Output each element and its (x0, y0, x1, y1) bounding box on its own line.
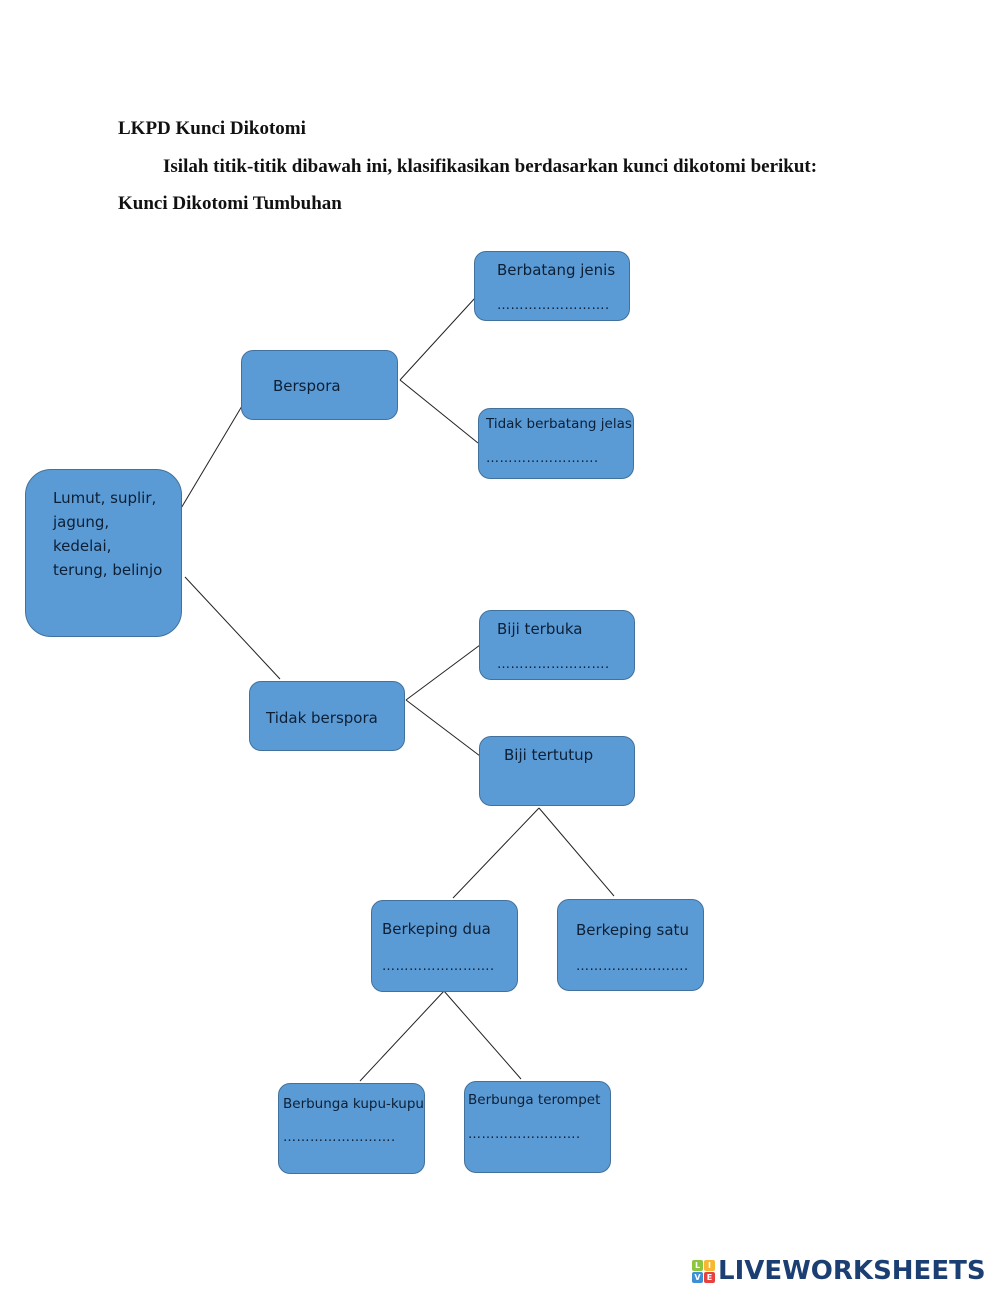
connector-dua-terompet (443, 990, 522, 1080)
connector-dua-kupu (359, 990, 445, 1082)
berkeping-satu-label: Berkeping satu (576, 921, 689, 939)
node-berbunga-terompet: Berbunga terompet ……………………. (464, 1081, 611, 1173)
biji-terbuka-blank[interactable]: ……………………. (497, 657, 610, 672)
node-berbatang-jenis: Berbatang jenis ……………………. (474, 251, 630, 321)
node-berbunga-kupu-kupu: Berbunga kupu-kupu ……………………. (278, 1083, 425, 1174)
logo-text: LIVEWORKSHEETS (718, 1256, 986, 1286)
node-biji-tertutup: Biji tertutup (479, 736, 635, 806)
berbunga-terompet-label: Berbunga terompet (468, 1092, 601, 1108)
berbatang-jenis-blank[interactable]: ……………………. (497, 298, 610, 313)
node-biji-terbuka: Biji terbuka ……………………. (479, 610, 635, 680)
connector-root-berspora (179, 405, 243, 511)
logo-letter-v: V (692, 1271, 703, 1283)
root-plants-label: Lumut, suplir, jagung, kedelai, terung, … (53, 489, 163, 579)
connector-tertutup-dua (452, 807, 540, 899)
connector-tidak-berspora-terbuka (405, 644, 481, 701)
berbunga-kupu-kupu-label: Berbunga kupu-kupu (283, 1096, 424, 1112)
liveworksheets-logo: L I V E LIVEWORKSHEETS (692, 1256, 986, 1286)
berbunga-terompet-blank[interactable]: ……………………. (468, 1127, 581, 1142)
tidak-berspora-label: Tidak berspora (266, 709, 378, 727)
berkeping-dua-label: Berkeping dua (382, 920, 491, 938)
berspora-label: Berspora (273, 377, 341, 395)
instruction-text: Isilah titik-titik dibawah ini, klasifik… (163, 156, 818, 177)
page-title: LKPD Kunci Dikotomi (118, 118, 306, 139)
berbatang-jenis-label: Berbatang jenis (497, 261, 616, 279)
berbunga-kupu-kupu-blank[interactable]: ……………………. (283, 1130, 396, 1145)
logo-letter-e: E (704, 1271, 715, 1283)
connector-tertutup-satu (538, 807, 615, 897)
logo-letter-l: L (692, 1259, 703, 1271)
node-tidak-berbatang-jelas: Tidak berbatang jelas ……………………. (478, 408, 634, 479)
node-berkeping-satu: Berkeping satu ……………………. (557, 899, 704, 991)
connector-tidak-berspora-tertutup (405, 699, 481, 757)
connector-berspora-berbatang (399, 297, 476, 381)
berkeping-dua-blank[interactable]: ……………………. (382, 959, 495, 974)
logo-letter-i: I (704, 1259, 715, 1271)
biji-tertutup-label: Biji tertutup (504, 746, 594, 764)
berkeping-satu-blank[interactable]: ……………………. (576, 959, 689, 974)
node-tidak-berspora: Tidak berspora (249, 681, 405, 751)
connector-berspora-tidak-berbatang (399, 379, 479, 444)
node-berkeping-dua: Berkeping dua ……………………. (371, 900, 518, 992)
diagram-subtitle: Kunci Dikotomi Tumbuhan (118, 193, 342, 214)
logo-live-grid-icon: L I V E (692, 1259, 715, 1283)
connector-root-tidak-berspora (184, 576, 281, 680)
biji-terbuka-label: Biji terbuka (497, 620, 583, 638)
tidak-berbatang-jelas-blank[interactable]: ……………………. (486, 451, 599, 466)
node-root-plants: Lumut, suplir, jagung, kedelai, terung, … (25, 469, 182, 637)
tidak-berbatang-jelas-label: Tidak berbatang jelas (486, 416, 632, 432)
node-berspora: Berspora (241, 350, 398, 420)
